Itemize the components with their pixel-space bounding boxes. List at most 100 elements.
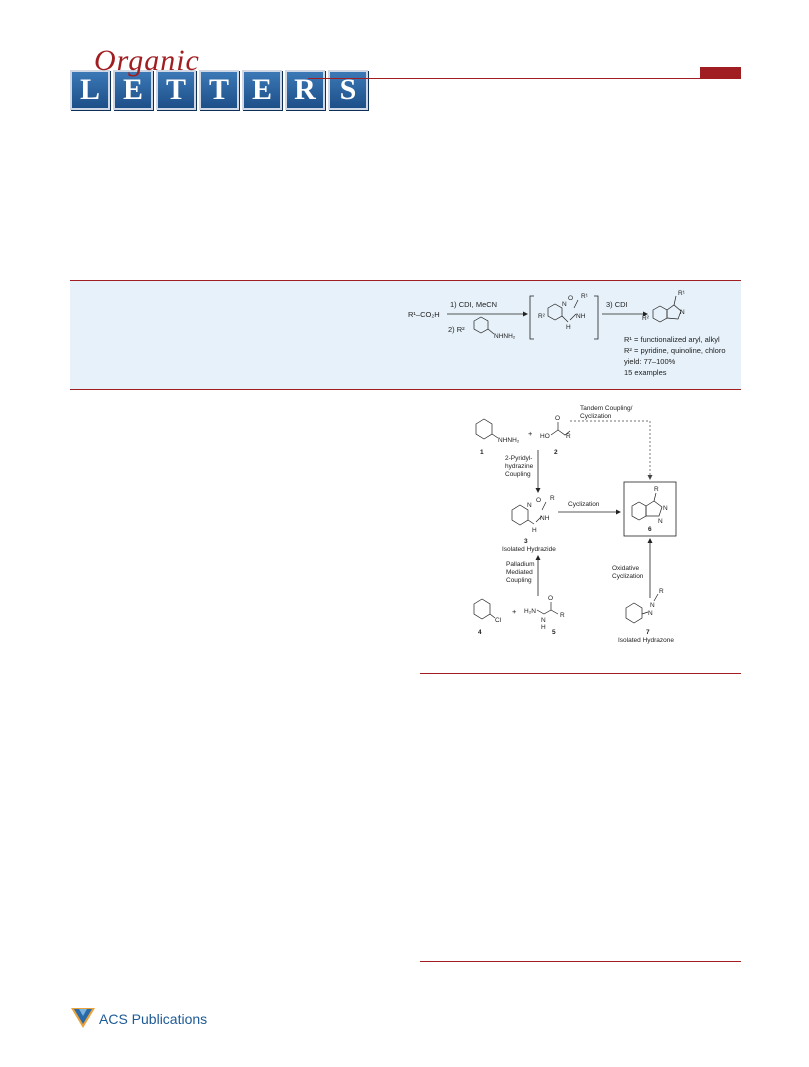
compound-5-number: 5: [552, 629, 556, 636]
bond: [653, 593, 659, 602]
tandem-dashed-arrow: [570, 420, 651, 475]
abstract-note: R² = pyridine, quinoline, chloro: [624, 346, 726, 355]
abstract-bond: [573, 299, 579, 309]
compound-7-n: N: [650, 602, 655, 609]
abstract-step1: 1) CDI, MeCN: [450, 300, 497, 309]
graphical-abstract: R¹–CO₂H 1) CDI, MeCN 2) R² NHNH₂ R² N H …: [408, 290, 726, 377]
header-tab: [700, 67, 741, 79]
header-rule: [308, 78, 741, 79]
compound-3-number: 3: [524, 538, 528, 545]
plus-sign: +: [512, 607, 517, 616]
compound-6-box: [623, 481, 677, 537]
compound-7-r: R: [659, 588, 664, 595]
compound-6-r: R: [654, 486, 659, 493]
compound-2-r: R: [566, 433, 571, 440]
plus-sign: +: [528, 429, 533, 438]
abstract-r2-product: R²: [642, 315, 650, 322]
arrow-1-label: 2-Pyridyl-: [505, 455, 532, 462]
compound-2-number: 2: [554, 449, 558, 456]
arrow-2-label: Palladium: [506, 561, 535, 568]
compound-1-number: 1: [480, 449, 484, 456]
compound-3-o: O: [536, 497, 541, 504]
arrow-2-label: Coupling: [506, 577, 532, 584]
abstract-ring-h: H: [566, 324, 571, 331]
arrow-1-label: Coupling: [505, 471, 531, 478]
logo-letter: T: [156, 70, 196, 110]
bond: [641, 611, 649, 615]
compound-6-n: N: [658, 518, 663, 525]
abstract-bond: [569, 313, 577, 321]
compound-3-label: Isolated Hydrazide: [502, 546, 556, 553]
compound-5-h: H: [541, 624, 546, 631]
abstract-ring-nh: NH: [576, 313, 586, 320]
abstract-product-pyridine: [652, 305, 668, 323]
abstract-step2: 2) R²: [448, 325, 465, 334]
bond: [535, 515, 543, 523]
abstract-step3: 3) CDI: [606, 300, 628, 309]
compound-5-o: O: [548, 595, 553, 602]
compound-3-r: R: [550, 495, 555, 502]
compound-6-number: 6: [648, 526, 652, 533]
compound-6-triazole: [645, 500, 663, 517]
arrow-down-1-head: [535, 488, 541, 493]
publisher-name[interactable]: ACS Publications: [99, 1011, 208, 1027]
bond: [653, 492, 657, 502]
compound-7-number: 7: [646, 629, 650, 636]
compound-6-pyridine: [631, 501, 647, 521]
abstract-bracket-left: [529, 295, 534, 340]
abstract-ring-o: O: [568, 295, 573, 302]
bond: [489, 613, 496, 619]
compound-3-nh: NH: [540, 515, 550, 522]
acs-logo-icon: [71, 1008, 95, 1028]
bond: [527, 519, 535, 525]
logo-letter: S: [328, 70, 368, 110]
compound-5-r: R: [560, 612, 565, 619]
compound-2-o: O: [555, 415, 560, 422]
compound-1-hydrazine: NHNH₂: [498, 437, 520, 444]
compound-2-chain: [550, 429, 571, 436]
abstract-product-triazole: [666, 304, 682, 320]
abstract-bond: [561, 315, 569, 323]
section-rule: [420, 961, 741, 962]
compound-3-h: H: [532, 527, 537, 534]
compound-7-ring: [625, 602, 643, 624]
abstract-note: 15 examples: [624, 368, 667, 377]
abstract-bracket-right: [594, 295, 599, 340]
abstract-ring-n: N: [562, 301, 567, 308]
bond: [541, 501, 547, 511]
arrow-2-label: Mediated: [506, 569, 533, 576]
compound-5-chain: [536, 609, 559, 615]
abstract-intermediate-ring: [547, 303, 563, 321]
abstract-bond: [673, 295, 677, 306]
abstract-r2-intermediate: R²: [538, 313, 546, 320]
compound-7-label: Isolated Hydrazone: [618, 637, 674, 644]
abstract-acid: R¹–CO₂H: [408, 310, 440, 319]
abstract-hydrazine: NHNH₂: [494, 333, 516, 340]
abstract-r1-intermediate: R¹: [581, 293, 589, 300]
tandem-arrow-head: [647, 475, 653, 480]
logo-letter: E: [242, 70, 282, 110]
logo-letter: R: [285, 70, 325, 110]
compound-7-n: N: [648, 610, 653, 617]
journal-logo: L E T T E R S: [70, 70, 368, 110]
synthesis-scheme: NHNH₂ 1 + HO O R 2 Tandem Coupling/ Cycl…: [473, 405, 677, 644]
bond: [491, 433, 499, 439]
compound-1-ring: [475, 418, 493, 440]
compound-4-ring: [473, 598, 491, 620]
arrow-up-3-head: [647, 538, 653, 543]
cyclization-label: Cyclization: [568, 501, 600, 508]
abstract-r1-product: R¹: [678, 290, 686, 297]
cyclization-arrow-head: [616, 509, 621, 515]
compound-2-ho: HO: [540, 433, 550, 440]
compound-5-n: N: [541, 617, 546, 624]
compound-3-ring: [511, 504, 529, 526]
abstract-pyridine-reagent: [473, 316, 489, 334]
compound-4-number: 4: [478, 629, 482, 636]
graphical-abstract-band: [70, 280, 741, 390]
compound-5-h2n: H₂N: [524, 608, 536, 615]
compound-4-cl: Cl: [495, 617, 502, 624]
oxidative-label: Cyclization: [612, 573, 644, 580]
abstract-arrow-2-head: [643, 311, 648, 317]
abstract-arrow-1-head: [523, 311, 528, 317]
arrow-1-label: hydrazine: [505, 463, 534, 470]
